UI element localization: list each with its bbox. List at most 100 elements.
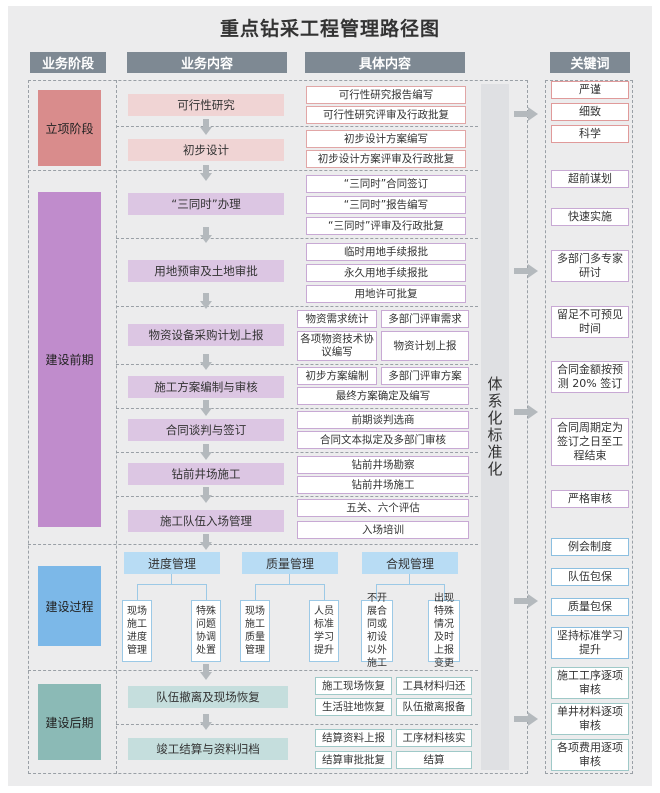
sub-quality-site: 现场施工质量管理 <box>240 600 270 662</box>
row-sep <box>116 724 478 725</box>
sub-quality-learning: 人员标准学习提升 <box>309 600 339 662</box>
sub-compliance-report: 出现特殊情况及时上报变更 <box>428 593 460 669</box>
keyword-item: 细致 <box>551 103 629 121</box>
group-compliance: 合规管理 <box>362 552 458 574</box>
right-arrow <box>514 264 538 278</box>
keyword-frame <box>545 80 633 774</box>
business-land: 用地预审及土地审批 <box>128 260 284 282</box>
sub-compliance-scope: 不开展合同或初设以外施工 <box>361 593 393 669</box>
detail-item: 前期谈判选商 <box>297 411 469 429</box>
keyword-item: 超前谋划 <box>551 170 629 188</box>
row-sep <box>116 496 478 497</box>
right-arrow <box>514 405 538 419</box>
detail-item: “三同时”报告编写 <box>306 196 466 214</box>
business-contract: 合同谈判与签订 <box>128 419 284 441</box>
keyword-item: 坚持标准学习提升 <box>551 627 629 659</box>
page-title: 重点钻采工程管理路径图 <box>219 18 440 40</box>
detail-item: 可行性研究报告编写 <box>306 86 466 104</box>
detail-item: 永久用地手续报批 <box>306 264 466 282</box>
stage-sep <box>28 170 478 171</box>
keyword-item: 单井材料逐项审核 <box>551 703 629 735</box>
detail-item: 最终方案确定及编写 <box>297 387 469 405</box>
main-frame <box>28 80 528 774</box>
header-keywords: 关键词 <box>550 52 630 73</box>
business-preliminary: 初步设计 <box>128 139 284 161</box>
right-arrow <box>514 594 538 608</box>
down-arrow <box>200 444 212 460</box>
business-team: 施工队伍入场管理 <box>128 510 284 532</box>
detail-item: 结算资料上报 <box>315 729 392 747</box>
keyword-item: 合同周期定为签订之日至工程结束 <box>551 418 629 466</box>
down-arrow <box>200 227 212 243</box>
detail-item: 队伍撤离报备 <box>396 698 472 716</box>
keyword-item: 严格审核 <box>551 490 629 508</box>
row-sep <box>116 364 478 365</box>
row-sep <box>116 126 478 127</box>
business-withdraw: 队伍撤离及现场恢复 <box>128 686 288 708</box>
row-sep <box>116 452 478 453</box>
detail-item: 结算 <box>396 751 472 769</box>
business-settlement: 竣工结算与资料归档 <box>128 738 288 760</box>
sub-progress-site: 现场施工进度管理 <box>122 600 152 662</box>
row-sep <box>116 238 478 239</box>
down-arrow <box>200 487 212 503</box>
detail-item: 可行性研究评审及行政批复 <box>306 106 466 124</box>
detail-item: 初步设计方案编写 <box>306 130 466 148</box>
business-material: 物资设备采购计划上报 <box>128 324 284 346</box>
down-arrow <box>200 664 212 680</box>
detail-item: 结算审批批复 <box>315 751 392 769</box>
header-business: 业务内容 <box>127 52 287 73</box>
detail-item: 入场培训 <box>297 521 469 539</box>
keyword-item: 施工工序逐项审核 <box>551 667 629 699</box>
detail-item: 工具材料归还 <box>396 677 472 695</box>
group-quality: 质量管理 <box>242 552 338 574</box>
keyword-item: 严谨 <box>551 81 629 99</box>
detail-item: 初步设计方案评审及行政批复 <box>306 150 466 168</box>
down-arrow <box>200 354 212 370</box>
detail-item: 多部门评审需求 <box>381 310 469 328</box>
right-arrow <box>514 107 538 121</box>
detail-item: “三同时”合同签订 <box>306 175 466 193</box>
detail-item: 初步方案编制 <box>297 367 377 385</box>
business-site: 钻前井场施工 <box>128 463 284 485</box>
detail-item: “三同时”评审及行政批复 <box>306 217 466 235</box>
header-stage: 业务阶段 <box>30 52 106 73</box>
sub-progress-special: 特殊问题协调处置 <box>191 600 221 662</box>
stage-construction: 建设过程 <box>38 566 101 646</box>
keyword-item: 留足不可预见时间 <box>551 306 629 338</box>
business-feasibility: 可行性研究 <box>128 94 284 116</box>
keyword-item: 快速实施 <box>551 208 629 226</box>
down-arrow <box>200 534 212 550</box>
detail-item: 生活驻地恢复 <box>315 698 392 716</box>
detail-item: 临时用地手续报批 <box>306 243 466 261</box>
row-sep <box>116 306 478 307</box>
detail-item: 多部门评审方案 <box>381 367 469 385</box>
system-band: 体系化标准化 <box>481 84 509 770</box>
detail-item: 物资计划上报 <box>381 331 469 361</box>
stage-initiation: 立项阶段 <box>38 90 101 166</box>
detail-item: 五关、六个评估 <box>297 499 469 517</box>
group-progress: 进度管理 <box>124 552 220 574</box>
down-arrow <box>200 714 212 730</box>
down-arrow <box>200 119 212 135</box>
keyword-item: 质量包保 <box>551 598 629 616</box>
down-arrow <box>200 165 212 181</box>
detail-item: 各项物资技术协议编写 <box>297 331 377 361</box>
detail-item: 用地许可批复 <box>306 285 466 303</box>
business-three-simul: “三同时”办理 <box>128 193 284 215</box>
keyword-item: 例会制度 <box>551 538 629 556</box>
detail-item: 钻前井场施工 <box>297 476 469 494</box>
detail-item: 物资需求统计 <box>297 310 377 328</box>
down-arrow <box>200 293 212 309</box>
detail-item: 施工现场恢复 <box>315 677 392 695</box>
down-arrow <box>200 400 212 416</box>
keyword-item: 多部门多专家研讨 <box>551 250 629 282</box>
header-detail: 具体内容 <box>305 52 465 73</box>
keyword-item: 队伍包保 <box>551 568 629 586</box>
stage-sep <box>28 670 478 671</box>
stage-pre-construction: 建设前期 <box>38 192 101 527</box>
stage-post-construction: 建设后期 <box>38 684 101 760</box>
stage-sep <box>28 544 478 545</box>
business-construction-plan: 施工方案编制与审核 <box>128 376 284 398</box>
